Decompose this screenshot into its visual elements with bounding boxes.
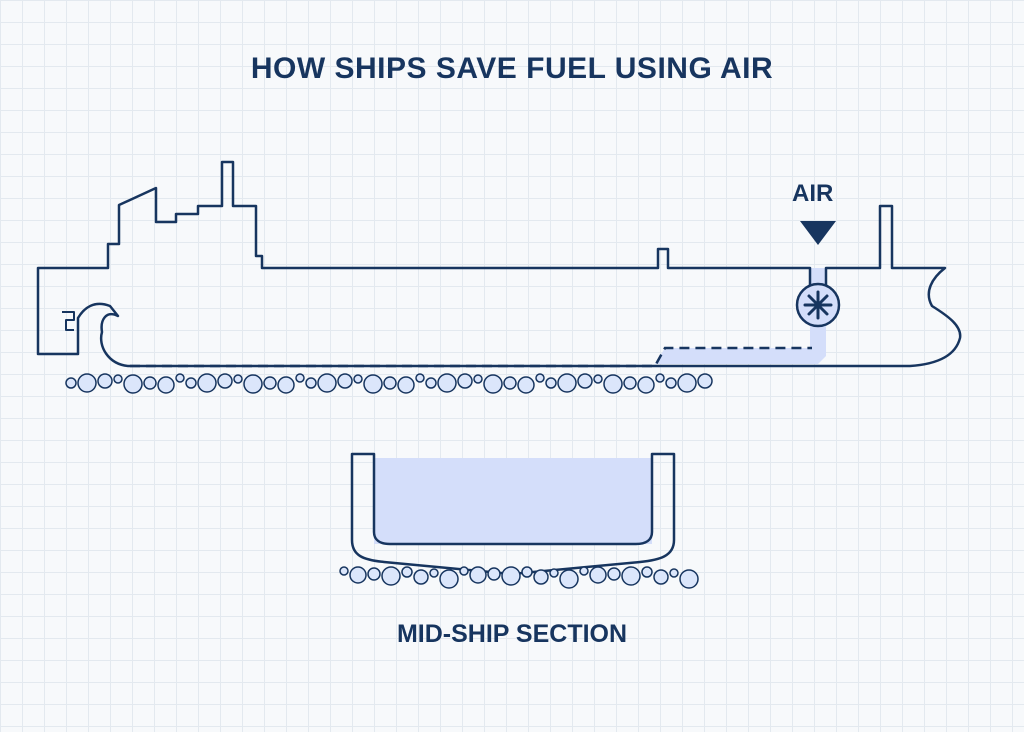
air-bubble	[175, 373, 185, 383]
air-bubble	[503, 376, 517, 390]
air-bubble	[653, 569, 669, 585]
air-bubble	[517, 376, 535, 394]
air-bubble	[655, 373, 665, 383]
air-bubble	[349, 566, 367, 584]
air-bubble	[589, 566, 607, 584]
air-bubble	[363, 374, 383, 394]
air-bubble	[305, 377, 317, 389]
air-bubble	[473, 374, 483, 384]
air-bubble	[439, 569, 459, 589]
air-bubble	[679, 569, 699, 589]
air-bubble	[437, 373, 457, 393]
air-bubble	[233, 374, 243, 384]
air-bubble	[77, 373, 97, 393]
air-bubble	[337, 373, 353, 389]
air-bubble	[339, 566, 349, 576]
air-bubble	[623, 376, 637, 390]
air-blower	[795, 282, 841, 328]
air-bubble	[97, 373, 113, 389]
air-bubble	[521, 566, 533, 578]
air-bubble	[501, 566, 521, 586]
air-bubble	[277, 376, 295, 394]
air-bubble	[697, 373, 713, 389]
air-bubble	[123, 374, 143, 394]
air-bubble	[533, 569, 549, 585]
air-bubble	[557, 373, 577, 393]
air-bubble	[621, 566, 641, 586]
midship-hull-outline	[350, 452, 676, 576]
air-bubble	[665, 377, 677, 389]
stern-notch	[62, 311, 75, 331]
air-bubble	[415, 373, 425, 383]
air-bubble	[65, 377, 77, 389]
air-bubble	[593, 374, 603, 384]
air-label: AIR	[792, 180, 834, 207]
air-bubble	[263, 376, 277, 390]
air-bubble	[535, 373, 545, 383]
air-bubble	[559, 569, 579, 589]
air-arrow-icon	[800, 221, 836, 245]
hull-bubbles	[65, 373, 713, 394]
air-bubble	[425, 377, 437, 389]
air-bubble	[469, 566, 487, 584]
air-bubble	[157, 376, 175, 394]
midship-section-label: MID-SHIP SECTION	[396, 620, 628, 648]
air-bubble	[603, 374, 623, 394]
air-channel	[655, 268, 826, 364]
air-bubble	[641, 566, 653, 578]
air-bubble	[413, 569, 429, 585]
diagram-title: HOW SHIPS SAVE FUEL USING AIR	[250, 52, 774, 85]
air-bubble	[143, 376, 157, 390]
midship-bubbles	[339, 566, 699, 589]
air-bubble	[197, 373, 217, 393]
air-bubble	[577, 373, 593, 389]
midship-air-fill	[374, 458, 652, 544]
air-bubble	[579, 566, 589, 576]
air-bubble	[367, 567, 381, 581]
air-bubble	[113, 374, 123, 384]
air-bubble	[429, 568, 439, 578]
air-bubble	[397, 376, 415, 394]
air-bubble	[637, 376, 655, 394]
air-bubble	[383, 376, 397, 390]
air-bubble	[381, 566, 401, 586]
midship-section	[350, 452, 676, 576]
air-bubble	[549, 568, 559, 578]
air-bubble	[677, 373, 697, 393]
air-bubble	[217, 373, 233, 389]
air-bubble	[545, 377, 557, 389]
air-bubble	[487, 567, 501, 581]
air-bubble	[317, 373, 337, 393]
air-bubble	[459, 566, 469, 576]
air-bubble	[401, 566, 413, 578]
air-bubble	[353, 374, 363, 384]
air-bubble	[243, 374, 263, 394]
air-bubble	[185, 377, 197, 389]
air-bubble	[669, 568, 679, 578]
air-bubble	[607, 567, 621, 581]
ship-hull	[36, 160, 815, 368]
air-bubble	[483, 374, 503, 394]
ship-bow	[815, 204, 962, 368]
air-layer-dashed-line	[130, 346, 812, 368]
air-bubble	[295, 373, 305, 383]
air-bubble	[457, 373, 473, 389]
